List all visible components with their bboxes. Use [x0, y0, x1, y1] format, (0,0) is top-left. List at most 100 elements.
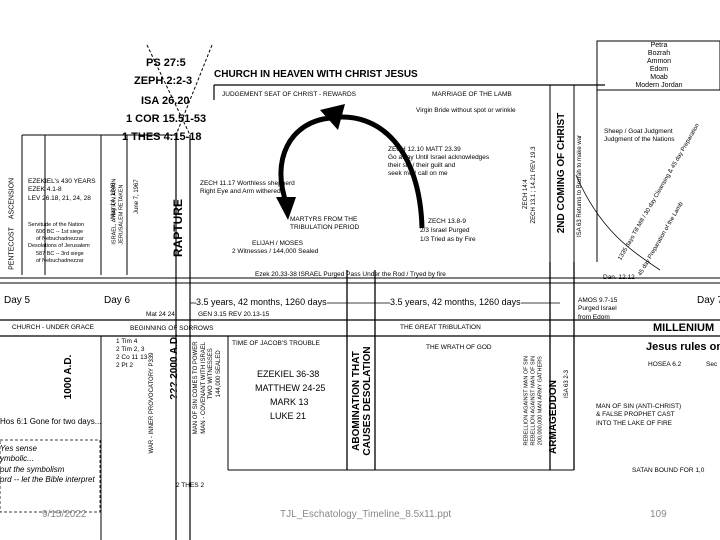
servitude-line: Servitude of the Nation: [28, 222, 84, 228]
rebellion-block: REBELLION AGAINST MAN OF SIN REBELLION A…: [523, 345, 544, 457]
amos-line: AMOS 9.7-15: [578, 297, 618, 304]
day6-label: Day 6: [104, 295, 131, 306]
satan-bound-label: SATAN BOUND FOR 1,0: [632, 467, 705, 474]
armageddon-label: ARMAGEDDON: [548, 380, 559, 454]
luke21-label: LUKE 21: [270, 411, 307, 421]
left-note-line: Yes sense: [0, 444, 37, 453]
millenium-label: MILLENIUM: [653, 322, 715, 334]
sheep-goat-line: Sheep / Goat Judgment: [604, 128, 673, 135]
ezekiel430-line: EZEKIEL's 430 YEARS: [28, 178, 96, 185]
hos61-label: Hos 6:1 Gone for two days...: [0, 417, 102, 426]
isa-ref: ISA 26.20: [141, 95, 190, 107]
zech138-block: ZECH 13.8-9 2/3 Israel Purged 1/3 Tried …: [420, 218, 476, 244]
servitude-line: 606 BC -- 1st siege: [36, 229, 84, 236]
nation-item: Moab: [650, 74, 668, 82]
ezekiel430-block: EZEKIEL's 430 YEARS EZEK 4.1-8 LEV 26.18…: [28, 178, 96, 203]
thes2-label: 2 THES 2: [176, 482, 205, 489]
cor-ref: 1 COR 15.51-53: [126, 113, 207, 125]
martyrs-line: TRIBULATION PERIOD: [290, 224, 360, 232]
footer-file: TJL_Eschatology_Timeline_8.5x11.ppt: [280, 509, 452, 520]
zech-matt-block: ZECH 12.10 MATT 23.39 Go away Until Isra…: [388, 146, 489, 179]
nation-item: Petra: [650, 42, 668, 49]
rebellion-line: REBELLION AGAINST MAN OF SIN: [530, 355, 537, 446]
zech-matt-line: ZECH 12.10 MATT 23.39: [388, 146, 461, 153]
dan1212-label: Dan. 12.12: [603, 274, 635, 281]
man-of-sin-cast-line: MAN OF SIN (ANTI-CHRIST): [596, 403, 682, 410]
jacobs-trouble-label: TIME OF JACOB'S TROUBLE: [232, 340, 320, 347]
zech-matt-line: Go away Until Israel acknowledges: [388, 154, 490, 162]
servitude-block: Servitude of the Nation 606 BC -- 1st si…: [28, 222, 90, 265]
timothy-line: 2 Pt 2: [116, 362, 133, 370]
zech11-line: ZECH 11.17 Worthless shepherd: [200, 180, 295, 187]
man-of-sin-cast-line: INTO THE LAKE OF FIRE: [596, 419, 672, 427]
abomination-line: CAUSES DESOLATION: [362, 346, 373, 456]
servitude-line: of Nebuchadnezzar: [36, 257, 84, 264]
elijah-line: 2 Witnesses / 144,000 Sealed: [232, 248, 319, 256]
martyrs-block: MARTYRS FROM THE TRIBULATION PERIOD: [290, 216, 359, 233]
timothy-block: 1 Tim 4 2 Tim 2, 3 2 Co 11 13 2 Pt 2: [116, 338, 147, 371]
rev193-label: ZECH 13.1 ; 14.21 REV 19.3: [531, 146, 537, 224]
rebellion-line: REBELLION AGAINST MAN OF SIN: [523, 355, 530, 446]
hosea-label: HOSEA 6.2: [648, 361, 682, 368]
gen-rev-label: GEN 3.15 REV 20.13-15: [198, 311, 270, 318]
timothy-line: 1 Tim 4: [116, 338, 138, 345]
zeph-ref: ZEPH 2:2-3: [134, 75, 193, 87]
left-note-line: ymbolic...: [0, 454, 34, 464]
timothy-line: 2 Tim 2, 3: [116, 346, 145, 354]
two-witnesses-line: TWO WITNESSES: [208, 348, 215, 400]
servitude-line: 587 BC -- 3rd siege: [36, 250, 84, 257]
jesus-rules-label: Jesus rules on: [646, 341, 720, 353]
martyrs-line: MARTYRS FROM THE: [290, 216, 358, 223]
ad1000-label: 1000 A.D.: [63, 354, 74, 400]
left-note-line: ord -- let the Bible interpret: [0, 475, 95, 485]
amos-block: AMOS 9.7-15 Purged Israel from Edom: [578, 297, 617, 322]
day5-label: Day 5: [4, 295, 31, 306]
zech138-line: ZECH 13.8-9: [428, 218, 466, 225]
abomination-block: ABOMINATION THAT CAUSES DESOLATION: [351, 341, 373, 461]
judgement-seat-label: JUDGEMENT SEAT OF CHRIST - REWARDS: [222, 91, 356, 98]
servitude-line: of Nebuchadnezzar: [36, 236, 84, 243]
servitude-line: Desolations of Jerusalem: [28, 243, 90, 250]
church-grace-label: CHURCH - UNDER GRACE: [12, 324, 94, 331]
wrath-label: THE WRATH OF GOD: [426, 344, 492, 351]
pentecost-label: PENTECOST: [8, 227, 16, 270]
left-notes-block: Yes sense ymbolic... out the symbolism o…: [0, 444, 95, 486]
isa63-label: ISA 63 Returns to Bozrah to make war: [577, 134, 583, 237]
second-coming-label: 2ND COMING OF CHRIST: [556, 112, 567, 234]
man-of-sin-block: MAN OF SIN COMES TO POWER MAN - COVENANT…: [193, 333, 209, 443]
great-trib-label: THE GREAT TRIBULATION: [400, 324, 481, 331]
nation-item: Edom: [649, 66, 669, 74]
june1967-label: June 7, 1967: [134, 179, 140, 214]
ezek3638-label: EZEKIEL 36-38: [257, 369, 320, 379]
may1948-label: May 14, 1948: [111, 182, 117, 219]
nation-item: Modern Jordan: [635, 82, 683, 90]
page-number: 109: [650, 509, 667, 520]
two-witnesses-block: TWO WITNESSES 144,000 SEALED: [208, 334, 224, 414]
ezekiel430-line: EZEK 4.1-8: [28, 186, 62, 194]
half1-label: 3.5 years, 42 months, 1260 days: [196, 297, 327, 308]
israel-nation-line: JERUSALEM RETAKEN: [118, 184, 124, 245]
rapture-label: RAPTURE: [171, 199, 185, 258]
mat2424-label: Mat 24 24: [146, 311, 175, 318]
half2-label: 3.5 years, 42 months, 1260 days: [390, 297, 521, 308]
ad2000-label: ??? 2000 A.D.: [169, 334, 180, 400]
sheep-goat-line: Judgment of the Nations: [604, 135, 675, 143]
isa632-label: ISA 63 2-3: [564, 369, 570, 398]
thes-ref: 1 THES 4:15-18: [122, 131, 202, 143]
amos-line: Purged Israel: [578, 305, 617, 313]
ezekiel430-line: LEV 26.18, 21, 24, 28: [28, 194, 91, 202]
nation-item: Ammon: [646, 58, 672, 66]
nation-item: Bozrah: [647, 50, 671, 58]
zech138-line: 2/3 Israel Purged: [420, 226, 470, 234]
zech14-label: ZECH 14:4: [523, 179, 529, 209]
timothy-line: 2 Co 11 13: [116, 354, 148, 362]
elijah-line: ELIJAH / MOSES: [252, 240, 303, 247]
footer-date: 9/15/2022: [42, 509, 87, 520]
ps-ref: PS 27:5: [146, 57, 186, 69]
day7-label: Day 7: [697, 295, 720, 306]
man-of-sin-cast-line: & FALSE PROPHET CAST: [596, 411, 675, 419]
sheep-goat-label: Sheep / Goat Judgment Judgment of the Na…: [604, 128, 674, 144]
man-of-sin-cast-block: MAN OF SIN (ANTI-CHRIST) & FALSE PROPHET…: [596, 403, 681, 428]
abomination-line: ABOMINATION THAT: [351, 351, 362, 451]
